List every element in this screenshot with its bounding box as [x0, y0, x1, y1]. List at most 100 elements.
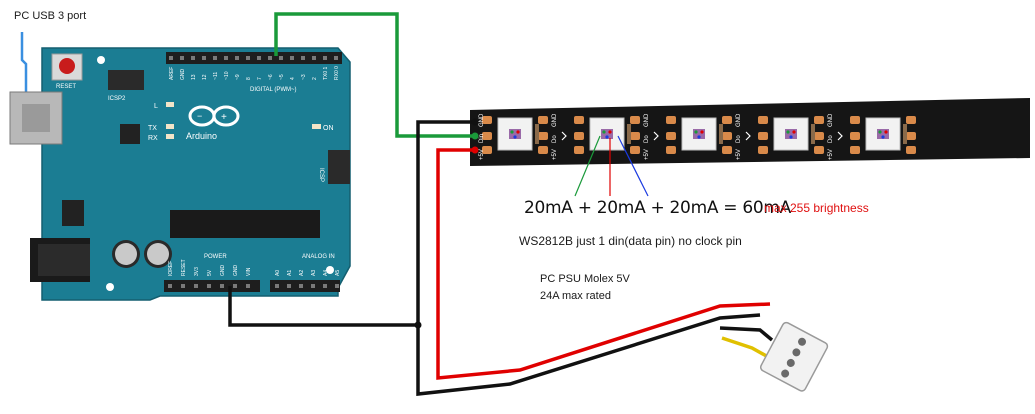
copper-pad	[722, 132, 732, 140]
usb-cable	[20, 32, 28, 92]
digital-pin-label: ~9	[235, 74, 241, 80]
copper-pad	[850, 146, 860, 154]
power-pin	[168, 284, 172, 288]
digital-pin-label: 7	[257, 77, 263, 80]
digital-pin	[191, 56, 195, 60]
power-pin	[246, 284, 250, 288]
data-direction-arrow	[745, 131, 751, 141]
copper-pad	[758, 146, 768, 154]
atmega-chip	[170, 210, 320, 238]
led-die	[601, 129, 613, 139]
icsp2-label: ICSP2	[108, 96, 126, 102]
blue-die	[605, 135, 609, 139]
copper-pad	[538, 132, 548, 140]
strip-segment-pad-label: +5V	[552, 149, 558, 160]
svg-text:+: +	[221, 112, 227, 123]
analog-pin	[299, 284, 303, 288]
digital-pin	[301, 56, 305, 60]
copper-pad	[906, 116, 916, 124]
copper-pad	[814, 132, 824, 140]
power-pin	[233, 284, 237, 288]
copper-pad	[538, 146, 548, 154]
blue-led-line	[617, 135, 649, 197]
analog-pin-dots	[275, 284, 339, 288]
led-die	[693, 129, 705, 139]
power-wire	[436, 148, 771, 380]
molex-connector	[759, 321, 829, 392]
digital-pin	[169, 56, 173, 60]
dc-power-jack-body	[38, 244, 90, 276]
copper-pad	[814, 116, 824, 124]
led-die	[785, 129, 797, 139]
strip-segment-pad-label: GND	[828, 113, 834, 127]
power-pin	[220, 284, 224, 288]
smd-capacitor	[903, 124, 907, 144]
red-die	[700, 130, 704, 134]
digital-pin-label: 12	[202, 74, 208, 80]
copper-pad	[574, 132, 584, 140]
power-pin-dots	[168, 284, 250, 288]
icsp-header	[328, 150, 350, 184]
blue-die	[881, 135, 885, 139]
icsp-label: ICSP	[318, 168, 324, 182]
green-die	[694, 130, 698, 134]
smd-capacitor	[719, 124, 723, 144]
data-direction-arrow	[653, 131, 659, 141]
analog-header-label: ANALOG IN	[302, 254, 335, 260]
copper-pad	[758, 116, 768, 124]
copper-pad	[574, 146, 584, 154]
mounting-hole	[106, 283, 114, 291]
strip-segment-pad-label: GND	[736, 113, 742, 127]
strip-segment-pad-label: +5V	[736, 149, 742, 160]
digital-pin-label: ~6	[268, 74, 274, 80]
digital-pin	[235, 56, 239, 60]
digital-pin	[334, 56, 338, 60]
power-header-label: POWER	[204, 254, 227, 260]
voltage-regulator	[62, 200, 84, 226]
reset-label: RESET	[56, 84, 76, 90]
digital-pin	[290, 56, 294, 60]
digital-pin-label: ~3	[301, 74, 307, 80]
digital-pin-label: ~5	[279, 74, 285, 80]
power-pin-label: RESET	[181, 259, 187, 276]
digital-pin	[312, 56, 316, 60]
data-wire-joint	[471, 132, 479, 140]
red-die	[792, 130, 796, 134]
usb-controller-chip	[120, 124, 140, 144]
strip-segment-pad-label: GND	[644, 113, 650, 127]
copper-pad	[482, 132, 492, 140]
power-pin-label: IOREF	[168, 261, 174, 276]
strip-pad-gnd: GND	[479, 113, 485, 127]
copper-pad	[666, 116, 676, 124]
blue-die	[789, 135, 793, 139]
red-die	[608, 130, 612, 134]
strip-segment-pad-label: Do	[736, 135, 742, 143]
icsp2-header	[108, 70, 144, 90]
svg-text:−: −	[197, 111, 202, 121]
power-pin-label: 5V	[207, 269, 213, 276]
reset-button-cap	[59, 58, 75, 74]
ground-wire-psu	[416, 313, 761, 396]
rx-label: RX	[148, 135, 158, 142]
strip-segment-pad-label: +5V	[828, 149, 834, 160]
digital-pin-label: ~10	[224, 71, 230, 80]
green-die	[878, 130, 882, 134]
mounting-hole	[326, 266, 334, 274]
power-pin-label: GND	[233, 265, 239, 277]
power-pin	[194, 284, 198, 288]
digital-pin-label: 2	[312, 77, 318, 80]
digital-pin-label: 8	[246, 77, 252, 80]
strip-segment-pad-label: Do	[644, 135, 650, 143]
power-header	[164, 280, 260, 292]
usb-b-jack-inner	[22, 104, 50, 132]
analog-pin	[275, 284, 279, 288]
digital-pin-label: RX0 0	[334, 66, 340, 80]
tx-label: TX	[148, 125, 157, 132]
digital-pin-label: 4	[290, 77, 296, 80]
green-die	[602, 130, 606, 134]
ground-wire-joint	[471, 118, 479, 126]
digital-pin	[323, 56, 327, 60]
